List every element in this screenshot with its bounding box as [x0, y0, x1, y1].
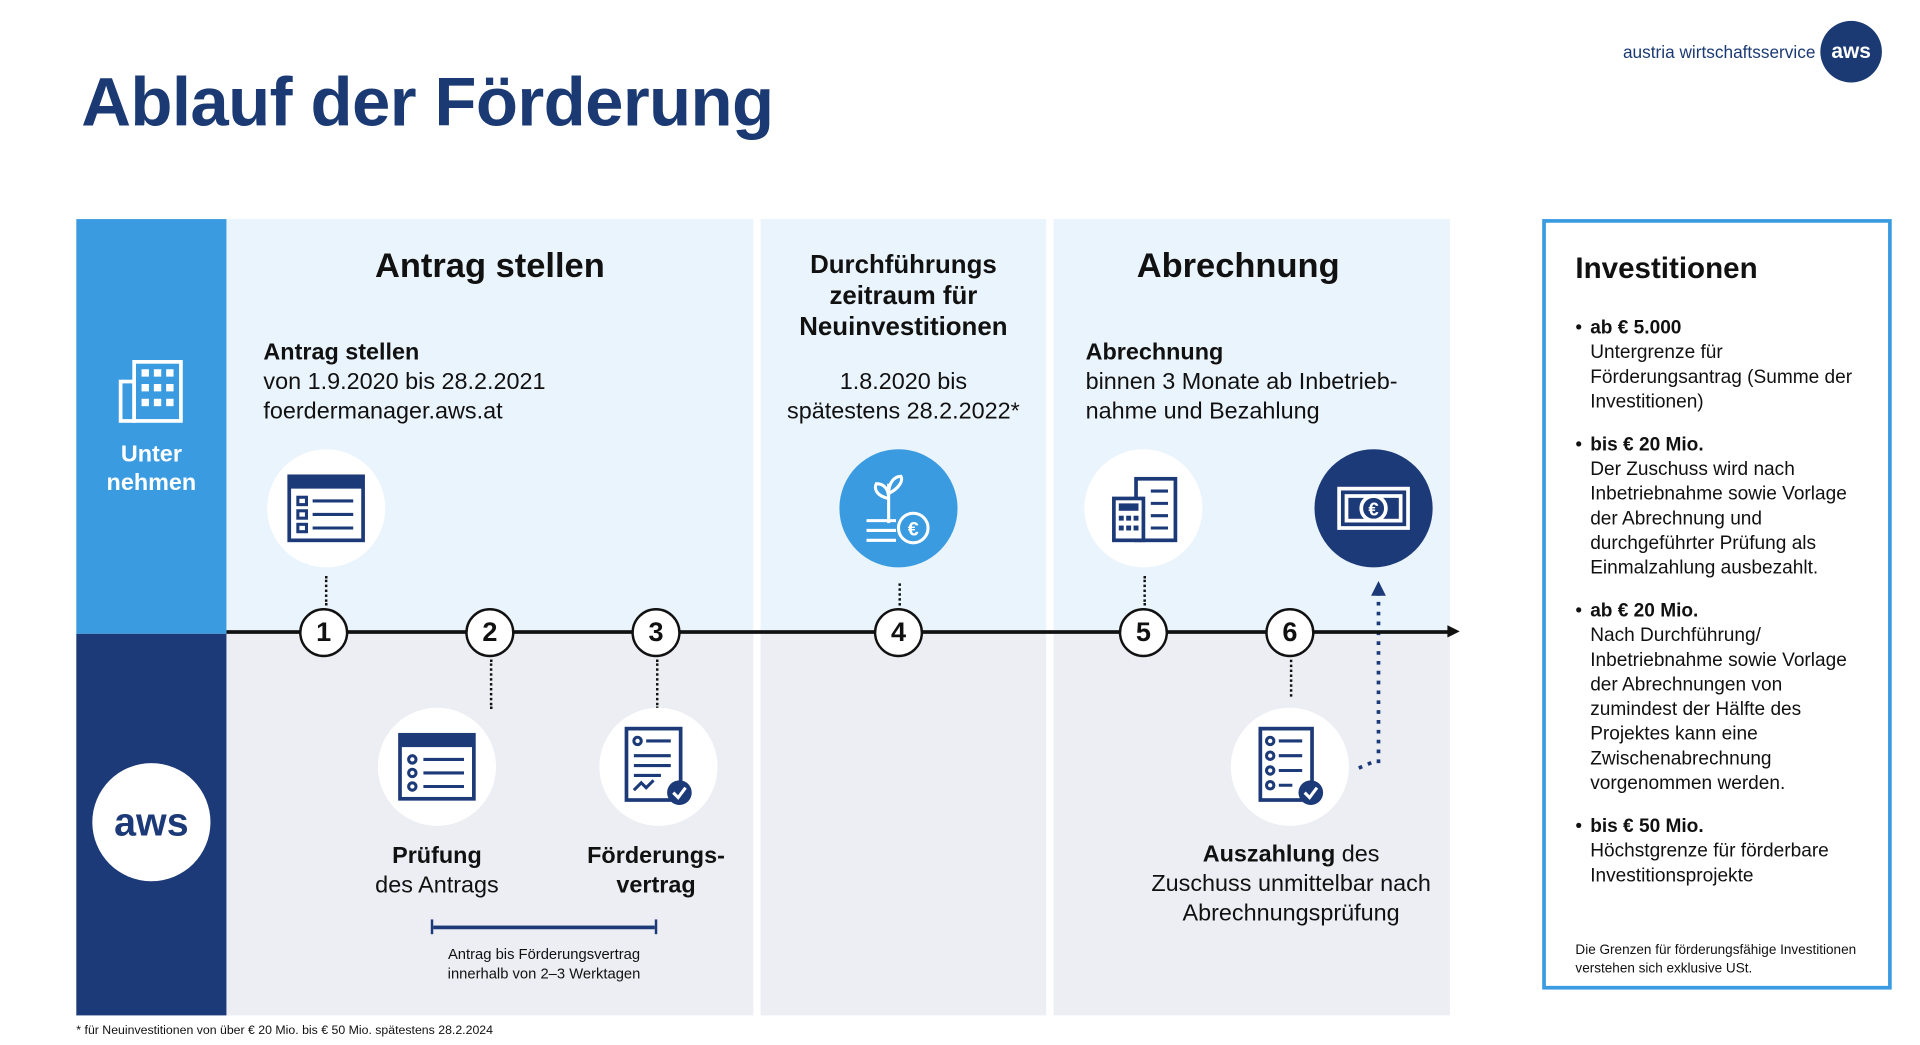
abrechnung-details: Abrechnung binnen 3 Monate ab Inbetrieb-… — [1086, 338, 1398, 427]
investment-tier: ab € 20 Mio. Nach Durchführung/ Inbetrieb… — [1575, 599, 1858, 796]
checklist-review-icon — [377, 707, 497, 826]
label-line: Abrechnungsprüfung — [1182, 900, 1400, 927]
company-lane — [76, 219, 227, 634]
investment-tier: bis € 50 Mio. Höchstgrenze für förderbare… — [1575, 815, 1858, 889]
label-line: Zuschuss unmittelbar nach — [1151, 871, 1431, 898]
signed-contract-icon — [599, 707, 718, 826]
payout-checklist-icon — [1230, 707, 1349, 826]
heading-line: Durchführungs — [810, 251, 997, 280]
note-line: Antrag bis Förderungsvertrag — [447, 945, 641, 963]
step-auszahlung-label: Auszahlung des Zuschuss unmittelbar nach… — [1126, 841, 1456, 930]
panel-abrechnung-bottom — [1053, 633, 1450, 1016]
step-pruefung-label: Prüfung des Antrags — [363, 842, 511, 901]
abrechnung-line: nahme und Bezahlung — [1085, 398, 1320, 425]
tier-text: Untergrenze für Förderungsantrag (Summe … — [1590, 342, 1853, 413]
period-line: spätestens 28.2.2022* — [787, 398, 1020, 425]
step-5: 5 — [1118, 608, 1169, 658]
phase-heading-antrag: Antrag stellen — [374, 246, 605, 285]
investitionen-title: Investitionen — [1575, 252, 1758, 286]
antrag-details: Antrag stellen von 1.9.2020 bis 28.2.202… — [263, 338, 545, 427]
aws-lane-logo: aws — [92, 763, 211, 882]
label-line: vertrag — [616, 872, 696, 899]
application-form-icon — [267, 449, 386, 568]
lane-label-line: nehmen — [106, 470, 197, 497]
phase-divider — [1047, 219, 1053, 1016]
svg-text:€: € — [1368, 499, 1378, 520]
tier-head: bis € 50 Mio. — [1590, 816, 1704, 837]
tier-text: Nach Durchführung/ Inbetriebnahme sowie … — [1590, 625, 1847, 794]
panel-durchfuehrung-bottom — [760, 633, 1047, 1016]
durchfuehrung-period: 1.8.2020 bis spätestens 28.2.2022* — [761, 368, 1047, 427]
upward-arrow-connector — [1358, 580, 1386, 770]
tier-head: ab € 20 Mio. — [1590, 600, 1699, 622]
connector — [1289, 659, 1293, 697]
banknote-euro-icon: € — [1314, 449, 1433, 568]
vat-note: Die Grenzen für förderungsfähige Investi… — [1575, 942, 1857, 977]
step-1: 1 — [299, 608, 349, 658]
connector — [324, 576, 328, 606]
tier-head: ab € 5.000 — [1590, 317, 1682, 339]
heading-line: Neuinvestitionen — [799, 312, 1008, 341]
label-line: Prüfung — [392, 843, 482, 869]
logo-text: austria wirtschaftsservice — [1622, 41, 1816, 62]
label-line: Förderungs- — [587, 843, 725, 869]
heading-line: zeitraum für — [829, 281, 978, 311]
step-3: 3 — [631, 608, 681, 658]
aws-logo: aws — [1820, 20, 1882, 83]
note-line: innerhalb von 2–3 Werktagen — [447, 964, 641, 983]
label-line: des Antrags — [375, 872, 499, 899]
phase-heading-durchfuehrung: Durchführungs zeitraum für Neuinvestitio… — [761, 250, 1047, 342]
connector — [898, 583, 901, 606]
label-rest: des — [1335, 841, 1380, 868]
growth-investment-icon: € — [839, 449, 958, 568]
svg-text:€: € — [908, 518, 919, 540]
step-2: 2 — [465, 608, 515, 658]
duration-bracket — [430, 919, 658, 935]
step-vertrag-label: Förderungs- vertrag — [570, 842, 742, 901]
calculator-invoice-icon — [1084, 449, 1203, 568]
connector — [489, 659, 493, 709]
page-title: Ablauf der Förderung — [81, 62, 774, 141]
timeline — [226, 630, 1453, 634]
step-4: 4 — [873, 608, 924, 658]
connector — [656, 659, 659, 709]
step-6: 6 — [1265, 608, 1315, 658]
antrag-url: foerdermanager.aws.at — [263, 398, 503, 425]
antrag-period: von 1.9.2020 bis 28.2.2021 — [263, 369, 546, 396]
abrechnung-subtitle: Abrechnung — [1085, 339, 1224, 366]
investment-tier: bis € 20 Mio. Der Zuschuss wird nach Inbe… — [1575, 433, 1858, 581]
building-icon — [118, 360, 183, 423]
phase-divider — [754, 219, 760, 1016]
phase-heading-abrechnung: Abrechnung — [1136, 246, 1340, 285]
abrechnung-line: binnen 3 Monate ab Inbetrieb- — [1085, 369, 1398, 396]
antrag-subtitle: Antrag stellen — [263, 339, 420, 366]
period-line: 1.8.2020 bis — [839, 369, 968, 396]
timeline-arrow-icon — [1447, 625, 1460, 638]
lane-label-line: Unter — [120, 441, 182, 468]
duration-note: Antrag bis Förderungsvertrag innerhalb v… — [406, 944, 682, 983]
label-bold: Auszahlung — [1202, 841, 1336, 868]
connector — [1143, 576, 1146, 606]
tier-text: Höchstgrenze für förderbare Investitions… — [1590, 840, 1829, 887]
tier-head: bis € 20 Mio. — [1590, 434, 1704, 456]
footnote: * für Neuinvestitionen von über € 20 Mio… — [76, 1024, 493, 1038]
tier-text: Der Zuschuss wird nach Inbetriebnahme so… — [1590, 459, 1847, 579]
